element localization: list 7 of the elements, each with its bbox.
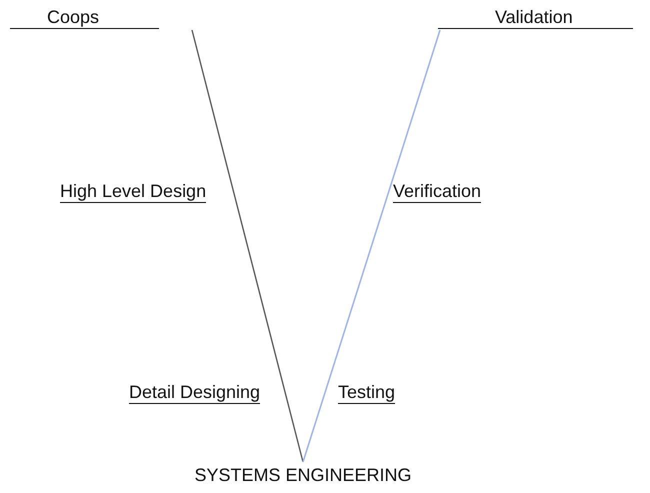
stage-label: Verification xyxy=(393,180,482,203)
stage-label: Validation xyxy=(438,6,633,29)
stage-label: Testing xyxy=(338,381,396,404)
stage-label: Coops xyxy=(10,6,160,29)
caption: SYSTEMS ENGINEERING xyxy=(194,465,412,486)
stage-label: Detail Designing xyxy=(129,381,260,404)
stage-label: High Level Design xyxy=(60,180,206,203)
